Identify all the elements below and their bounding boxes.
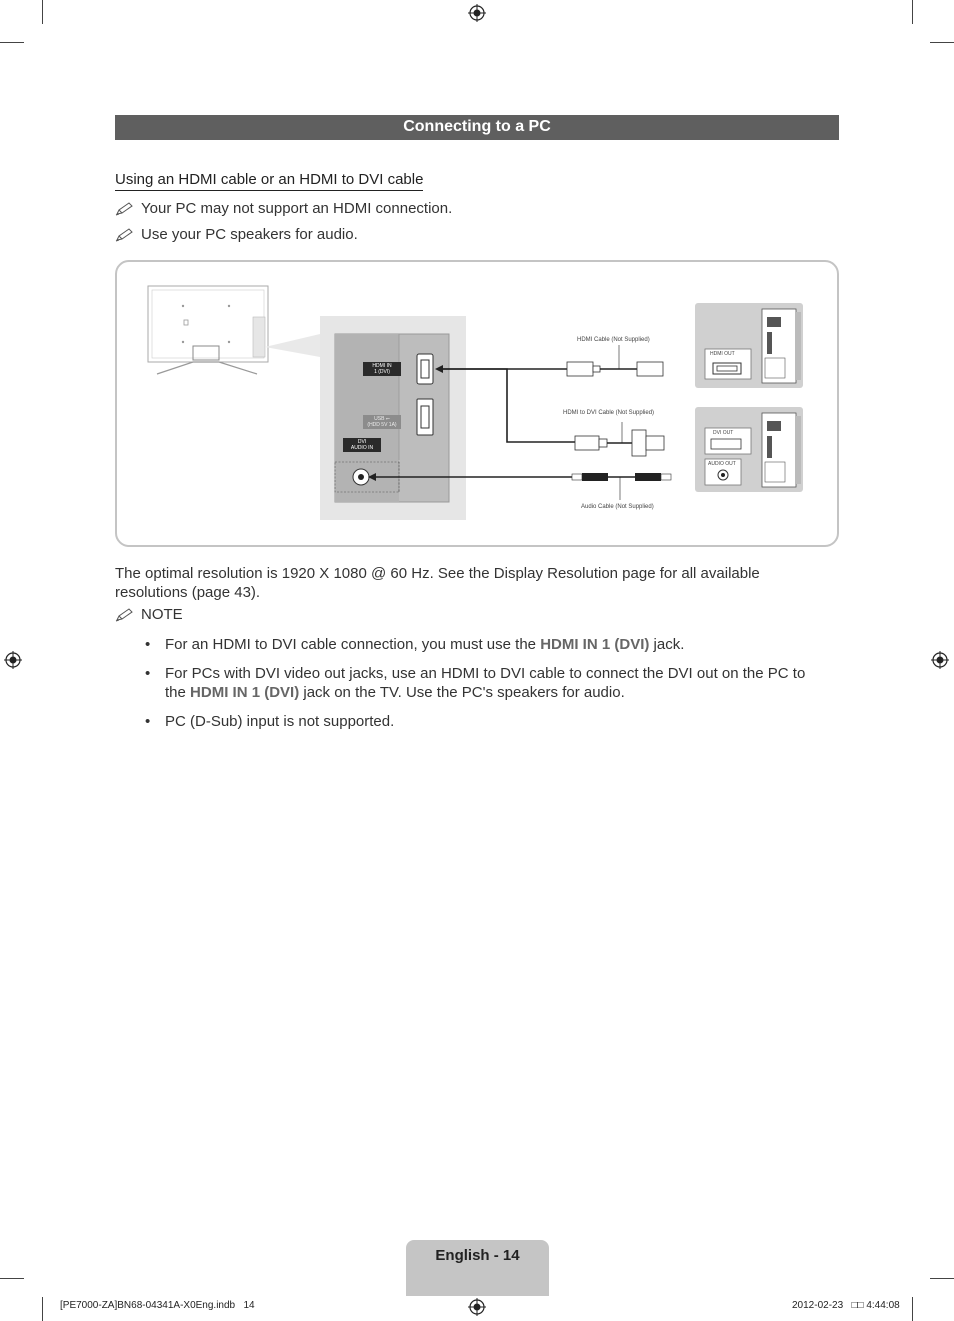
note-heading: NOTE <box>115 606 183 624</box>
bullet-dot: • <box>145 665 151 682</box>
bullet-dot: • <box>145 636 151 653</box>
cable-label-hdmi-dvi: HDMI to DVI Cable (Not Supplied) <box>563 410 655 416</box>
crop-mark <box>930 42 954 43</box>
note-text: Your PC may not support an HDMI connecti… <box>141 200 453 217</box>
bullet-dot: • <box>145 713 151 730</box>
registration-mark-icon <box>468 1298 486 1316</box>
note-text: Use your PC speakers for audio. <box>141 226 358 243</box>
pc-port-label-dvi-out: DVI OUT <box>713 430 734 436</box>
page-number-tab: English - 14 <box>406 1240 549 1296</box>
note-heading-text: NOTE <box>141 606 183 623</box>
port-label-dvi-audio-in: DVI AUDIO IN <box>343 438 381 452</box>
cable-label-audio: Audio Cable (Not Supplied) <box>581 504 654 510</box>
crop-mark <box>0 1278 24 1279</box>
crop-mark <box>912 0 913 24</box>
section-title: Connecting to a PC <box>115 115 839 140</box>
pencil-icon <box>115 202 133 216</box>
file-slug: [PE7000-ZA]BN68-04341A-X0Eng.indb 14 <box>60 1300 255 1311</box>
tv-back-illustration <box>147 285 320 375</box>
registration-mark-icon <box>931 651 949 669</box>
bullet-text: For an HDMI to DVI cable connection, you… <box>165 636 685 653</box>
registration-mark-icon <box>4 651 22 669</box>
registration-mark-icon <box>468 4 486 22</box>
note-item: Use your PC speakers for audio. <box>115 226 358 244</box>
crop-mark <box>912 1297 913 1321</box>
note-item: Your PC may not support an HDMI connecti… <box>115 200 452 218</box>
crop-mark <box>930 1278 954 1279</box>
subheading: Using an HDMI cable or an HDMI to DVI ca… <box>115 171 424 191</box>
bullet-text: PC (D-Sub) input is not supported. <box>165 713 395 730</box>
port-label-hdmi-in: HDMI IN 1 (DVI) <box>363 362 401 376</box>
port-label-usb: USB ⭠ (HDD 5V 1A) <box>363 415 401 429</box>
diagram-drawing <box>147 285 803 520</box>
crop-mark <box>0 42 24 43</box>
pc-port-label-audio-out: AUDIO OUT <box>708 461 736 467</box>
crop-mark <box>42 0 43 24</box>
crop-mark <box>42 1297 43 1321</box>
pc-port-label-hdmi-out: HDMI OUT <box>710 351 735 357</box>
bullet-text: For PCs with DVI video out jacks, use an… <box>165 665 806 701</box>
pencil-icon <box>115 608 133 622</box>
resolution-paragraph: The optimal resolution is 1920 X 1080 @ … <box>115 565 760 601</box>
pencil-icon <box>115 228 133 242</box>
print-timestamp: 2012-02-23 □□ 4:44:08 <box>792 1300 900 1311</box>
cable-label-hdmi: HDMI Cable (Not Supplied) <box>577 337 650 343</box>
connection-diagram: HDMI IN 1 (DVI) USB ⭠ (HDD 5V 1A) DVI AU… <box>115 260 839 547</box>
